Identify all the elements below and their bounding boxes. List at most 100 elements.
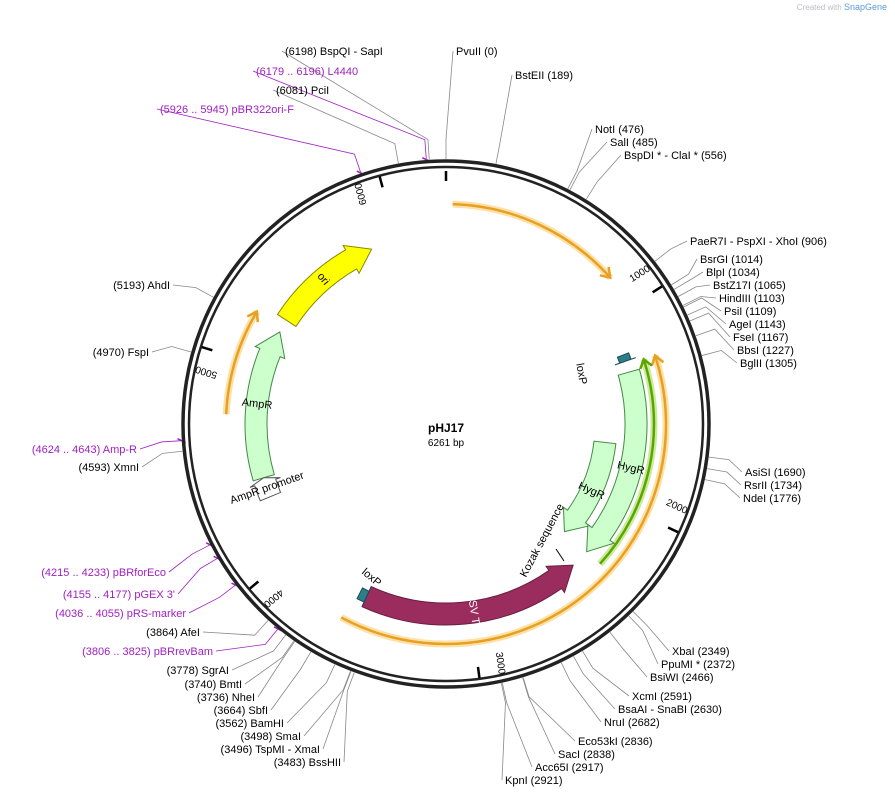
site-label: (4215 .. 4233) pBRforEco [41, 567, 166, 579]
site-leader [495, 74, 513, 164]
site-label: FseI (1167) [733, 332, 788, 344]
feature-hsv-tk [361, 564, 574, 626]
site-label: (3483) BssHII [274, 757, 341, 769]
feature-hygr-outer [586, 368, 648, 553]
orange-arc-1 [452, 202, 612, 279]
site-label: XbaI (2349) [672, 646, 729, 658]
site-label: (4970) FspI [93, 347, 149, 359]
site-label: SacI (2838) [558, 749, 615, 761]
site-leader [689, 312, 731, 338]
snapgene-credit: Created with SnapGene [797, 2, 887, 12]
site-label: AsiSI (1690) [745, 467, 806, 479]
feature-label-loxp-2: loxP [359, 566, 383, 589]
site-leader-lines [139, 50, 743, 781]
site-leader [168, 544, 211, 573]
site-label: (3736) NheI [197, 692, 255, 704]
site-leader [683, 297, 722, 312]
site-leader [202, 620, 269, 636]
site-leader [500, 683, 506, 781]
orange-arc-3-arrowhead [246, 309, 260, 323]
feature-label-loxp-1: loxP [573, 362, 589, 385]
plasmid-name: pHJ17 [428, 421, 464, 435]
tick-label: 3000 [493, 651, 507, 675]
site-leader [343, 672, 355, 763]
feature-loxp-1 [614, 352, 636, 366]
tick-mark [667, 526, 679, 534]
site-leader [560, 662, 602, 723]
backbone-outer-ring [181, 159, 711, 689]
tick-mark [651, 285, 663, 294]
site-leader [141, 450, 183, 468]
orange-arc-2 [340, 355, 668, 646]
site-label: (3498) SmaI [240, 731, 301, 743]
site-label: (6198) BspQI - SapI [285, 46, 383, 58]
site-leader [632, 611, 670, 652]
tick-label: 5000 [194, 363, 219, 380]
site-label: (4624 .. 4643) Amp-R [32, 444, 137, 456]
site-label: (5926 .. 5945) pBR322ori-F [160, 104, 294, 116]
site-leader [231, 634, 286, 671]
site-label: PpuMI * (2372) [661, 659, 735, 671]
feature-ori [276, 244, 373, 328]
tick-mark [249, 580, 260, 590]
site-leader [281, 50, 430, 160]
site-label: BstEII (189) [515, 70, 573, 82]
site-leader [585, 154, 622, 200]
site-label: SalI (485) [610, 137, 658, 149]
site-label: PvuII (0) [456, 46, 498, 58]
feature-ampr-promoter [249, 477, 282, 502]
site-label: BsiWI (2466) [650, 672, 714, 684]
orange-arc-1-halo [452, 200, 613, 280]
site-leader [674, 271, 704, 290]
feature-loxp-2 [356, 586, 372, 607]
feature-label-ampr: AmpR [241, 397, 273, 412]
site-label: BbsI (1227) [737, 345, 794, 357]
site-label: (3740) BmtI [185, 679, 242, 691]
kozak-sequence-mark [555, 548, 565, 562]
site-label: BglII (1305) [740, 358, 797, 370]
site-leader [654, 240, 688, 262]
site-leader [522, 677, 576, 742]
site-leader [671, 258, 698, 286]
site-leader [522, 677, 556, 755]
site-leader [682, 296, 717, 306]
site-label: NotI (476) [595, 124, 644, 136]
site-leader [678, 284, 711, 297]
plasmid-size: 6261 bp [428, 438, 465, 449]
orange-arc-3 [224, 310, 258, 415]
site-leader [156, 108, 362, 174]
site-leader [701, 349, 738, 364]
site-leader [705, 479, 741, 499]
site-leader [628, 615, 659, 665]
site-label: Eco53kI (2836) [578, 736, 653, 748]
site-label: AgeI (1143) [729, 319, 786, 331]
site-label: (3562) BamHI [216, 718, 284, 730]
site-leader [708, 456, 743, 473]
tick-label: 6000 [353, 181, 369, 206]
site-leader [687, 306, 727, 325]
site-leader [322, 671, 352, 750]
site-leader [445, 50, 454, 159]
site-label: (5193) AhdI [113, 280, 170, 292]
site-label: NruI (2682) [604, 717, 660, 729]
green-arc-arrowhead [639, 357, 653, 370]
site-label: BsrGI (1014) [700, 254, 763, 266]
site-label: PaeR7I - PspXI - XhoI (906) [690, 236, 827, 248]
orange-arc-2-arrowhead [650, 353, 665, 367]
site-leader [501, 682, 533, 768]
site-leader [609, 631, 648, 678]
site-label: BlpI (1034) [706, 267, 760, 279]
credit-brand: SnapGene [843, 2, 887, 12]
site-leader [244, 640, 295, 685]
site-label: (4036 .. 4055) pRS-marker [55, 608, 186, 620]
site-label: PsiI (1109) [724, 306, 776, 318]
site-label: HindIII (1103) [719, 293, 785, 305]
site-leader [139, 440, 182, 450]
site-leader [270, 651, 312, 711]
tick-mark [378, 176, 384, 188]
site-label: (3806 .. 3825) pBRrevBam [82, 646, 213, 658]
site-leader [188, 584, 236, 614]
site-leader [272, 89, 399, 164]
site-label: RsrII (1734) [744, 480, 802, 492]
